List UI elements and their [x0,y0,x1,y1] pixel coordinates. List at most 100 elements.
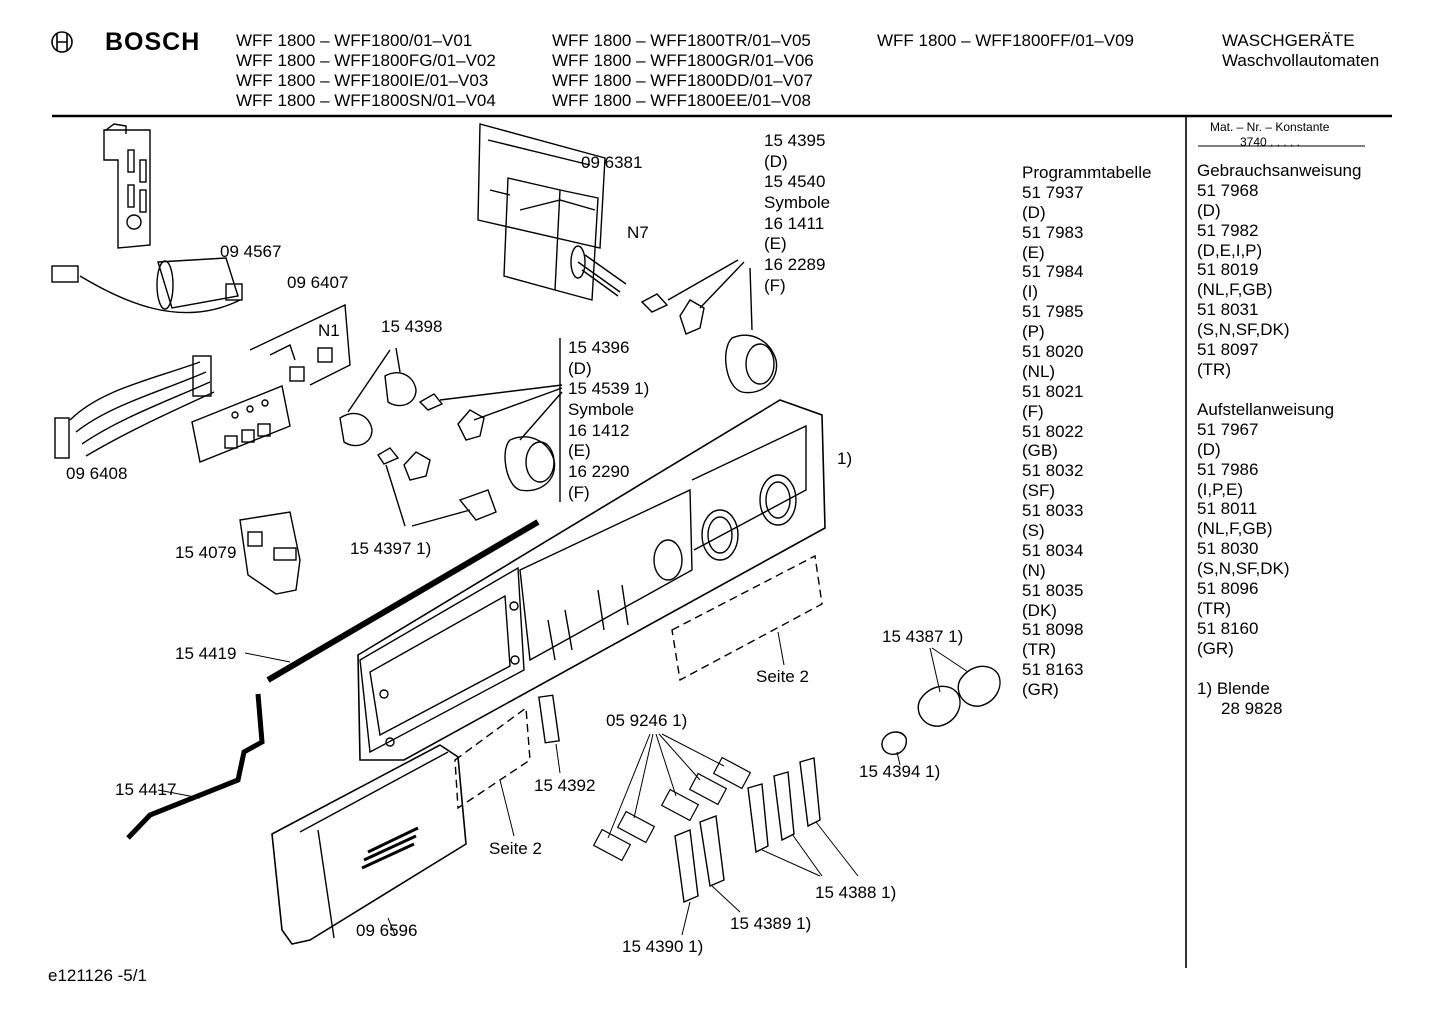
part-label: Seite 2 [489,839,542,858]
part-label: 15 4392 [534,776,596,795]
part-label: (E) [568,441,591,461]
part-label: (D) [568,358,592,378]
table-entry: (GB) [1022,441,1058,461]
footer-code: e121126 -5/1 [48,966,147,985]
part-label: 15 4396 [568,338,630,357]
table-entry: 51 7984 [1022,262,1084,282]
doc-entry: 51 7968 [1197,180,1259,200]
part-label: 09 6407 [287,273,349,292]
programmtabelle: Programmtabelle 51 7937 (D) 51 7983 (E) … [1022,163,1151,700]
model-line: WFF 1800 – WFF1800IE/01–V03 [236,70,489,90]
part-label: (F) [764,275,786,295]
part-label: Symbole [568,400,635,420]
doc-entry: (I,P,E) [1197,479,1243,499]
subcategory-title: Waschvollautomaten [1222,51,1380,70]
mat-nr-label: Mat. – Nr. – Konstante [1210,120,1330,134]
table-entry: 51 7937 [1022,182,1084,202]
model-line: WFF 1800 – WFF1800FF/01–V09 [877,31,1134,50]
aufstellanweisung: Aufstellanweisung 51 7967 (D) 51 7986 (I… [1197,400,1334,659]
table-entry: (D) [1022,202,1046,222]
doc-entry: 51 8096 [1197,579,1259,599]
blende-number: 28 9828 [1221,699,1283,718]
doc-entry: 51 8031 [1197,300,1259,320]
konstante-value: 3740 . . . . . [1240,135,1301,149]
part-label: N1 [318,321,340,340]
doc-entry: 51 8019 [1197,260,1259,280]
doc-entry: (TR) [1197,598,1231,618]
table-entry: (DK) [1022,600,1057,620]
table-entry: 51 8032 [1022,461,1084,481]
section-title: Gebrauchsanweisung [1197,161,1362,180]
table-entry: (SF) [1022,481,1056,501]
doc-entry: (GR) [1197,638,1234,658]
part-label: 09 4567 [220,242,282,261]
knob-group-mid-labels: 15 4396 (D) 15 4539 1) Symbole 16 1412 (… [568,338,649,504]
part-label: 16 2289 [764,255,826,275]
table-entry: (F) [1022,401,1044,421]
doc-entry: (S,N,SF,DK) [1197,320,1290,340]
part-label: Seite 2 [756,667,809,686]
part-label: 09 6381 [581,153,643,172]
doc-entry: 51 8160 [1197,618,1259,638]
doc-entry: 51 7967 [1197,419,1259,439]
knob-group-top-labels: 15 4395 (D) 15 4540 Symbole 16 1411 (E) … [764,131,830,297]
doc-entry: 51 8097 [1197,340,1259,360]
doc-entry: (D) [1197,200,1221,220]
part-label: Symbole [764,193,831,213]
table-entry: 51 8035 [1022,580,1084,600]
table-entry: 51 8098 [1022,620,1084,640]
table-entry: 51 7983 [1022,222,1084,242]
part-label: 16 2290 [568,462,630,482]
model-line: WFF 1800 – WFF1800FG/01–V02 [236,50,496,70]
model-line: WFF 1800 – WFF1800EE/01–V08 [552,90,811,110]
part-label: 16 1412 [568,420,630,440]
programmtabelle-title: Programmtabelle [1022,163,1152,182]
part-label: 15 4387 1) [882,627,964,646]
doc-entry: (TR) [1197,359,1231,379]
table-entry: 51 8033 [1022,501,1084,521]
doc-entry: (NL,F,GB) [1197,280,1273,300]
part-label: 15 4388 1) [815,883,897,902]
table-entry: (E) [1022,242,1045,262]
table-entry: (TR) [1022,640,1056,660]
doc-entry: 51 8030 [1197,539,1259,559]
table-entry: (P) [1022,322,1045,342]
table-entry: 51 8020 [1022,342,1084,362]
table-entry: (S) [1022,521,1045,541]
doc-entry: 51 7986 [1197,459,1259,479]
table-entry: 51 8022 [1022,421,1084,441]
part-label: (E) [764,234,787,254]
doc-entry: (D) [1197,439,1221,459]
part-label: 15 4394 1) [859,762,941,781]
part-label: 15 4395 [764,131,826,150]
doc-entry: (NL,F,GB) [1197,519,1273,539]
blende-note: 1) Blende [1197,679,1270,698]
table-entry: 51 7985 [1022,302,1084,322]
part-label: 15 4398 [381,317,443,336]
model-line: WFF 1800 – WFF1800DD/01–V07 [552,70,813,90]
table-entry: 51 8034 [1022,540,1084,560]
table-entry: (NL) [1022,361,1056,381]
model-list-col3: WFF 1800 – WFF1800FF/01–V09 [877,31,1134,51]
part-label: 15 4419 [175,644,237,663]
doc-entry: (D,E,I,P) [1197,240,1263,260]
table-entry: (I) [1022,282,1039,302]
model-list-col1: WFF 1800 – WFF1800/01–V01 WFF 1800 – WFF… [236,31,496,111]
table-entry: (N) [1022,560,1046,580]
part-label: 15 4540 [764,172,826,192]
part-label: (F) [568,482,590,502]
model-line: WFF 1800 – WFF1800TR/01–V05 [552,31,811,50]
part-label: 15 4539 1) [568,379,650,399]
doc-entry: (S,N,SF,DK) [1197,559,1290,579]
doc-entry: 51 7982 [1197,220,1259,240]
doc-entry: 51 8011 [1197,499,1258,519]
part-label: 09 6596 [356,921,418,940]
table-entry: 51 8021 [1022,381,1084,401]
model-list-col2: WFF 1800 – WFF1800TR/01–V05 WFF 1800 – W… [552,31,814,111]
table-entry: (GR) [1022,680,1059,700]
part-label: 1) [837,449,853,468]
section-title: Aufstellanweisung [1197,400,1335,419]
model-line: WFF 1800 – WFF1800GR/01–V06 [552,50,814,70]
model-line: WFF 1800 – WFF1800/01–V01 [236,31,473,50]
